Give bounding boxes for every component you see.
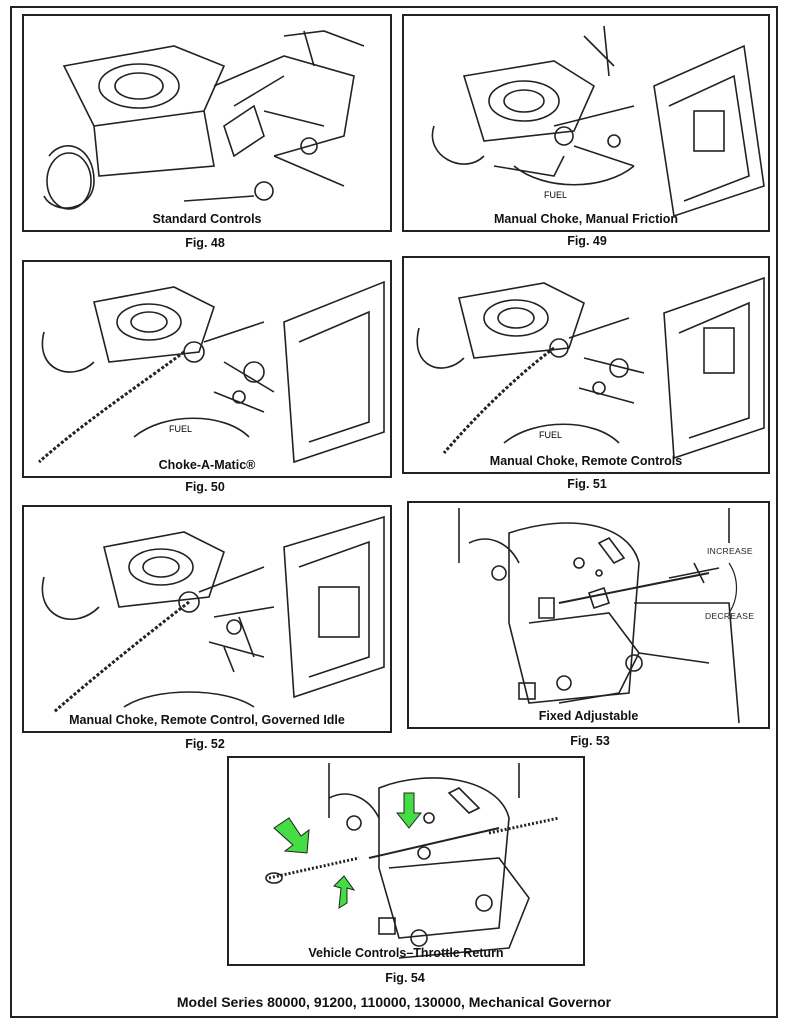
figure-49-caption: Manual Choke, Manual Friction bbox=[493, 212, 679, 226]
figure-50-label: Fig. 50 bbox=[185, 480, 225, 494]
figure-48-label: Fig. 48 bbox=[185, 236, 225, 250]
figure-53-illustration bbox=[458, 508, 740, 724]
figure-54-caption: Vehicle Controls–Throttle Return bbox=[308, 946, 504, 960]
figure-51-label: Fig. 51 bbox=[567, 477, 607, 491]
figure-48-illustration bbox=[43, 30, 365, 210]
figure-49-label: Fig. 49 bbox=[567, 234, 607, 248]
figure-51-illustration: FUEL bbox=[416, 276, 765, 460]
figure-50-panel: FUEL Choke-A-Matic® bbox=[22, 260, 392, 478]
footer-model-series: Model Series 80000, 91200, 110000, 13000… bbox=[176, 994, 612, 1010]
figure-54-illustration bbox=[265, 763, 560, 959]
figure-50-caption: Choke-A-Matic® bbox=[158, 458, 256, 472]
figure-49-illustration: FUEL bbox=[431, 25, 765, 218]
figure-53-caption: Fixed Adjustable bbox=[538, 709, 639, 723]
page-border bbox=[10, 6, 778, 1018]
fuel-label-49: FUEL bbox=[544, 190, 567, 200]
figure-49-panel: FUEL Manual Choke, Manual Friction bbox=[402, 14, 770, 232]
figure-53-label: Fig. 53 bbox=[570, 734, 610, 748]
increase-label: INCREASE bbox=[707, 546, 753, 556]
figure-52-caption: Manual Choke, Remote Control, Governed I… bbox=[69, 713, 345, 727]
figure-50-illustration: FUEL bbox=[38, 280, 385, 464]
figure-48-panel: Standard Controls bbox=[22, 14, 392, 232]
figure-51-panel: FUEL Manual Choke, Remote Controls bbox=[402, 256, 770, 474]
figure-52-illustration bbox=[41, 515, 385, 714]
green-arrows bbox=[273, 792, 423, 909]
fuel-label-51: FUEL bbox=[539, 430, 562, 440]
fuel-label-50: FUEL bbox=[169, 424, 192, 434]
figure-54-label: Fig. 54 bbox=[385, 971, 425, 985]
figure-52-label: Fig. 52 bbox=[185, 737, 225, 751]
figure-48-caption: Standard Controls bbox=[152, 212, 262, 226]
figure-54-panel: Vehicle Controls–Throttle Return bbox=[227, 756, 585, 966]
figure-52-panel: Manual Choke, Remote Control, Governed I… bbox=[22, 505, 392, 733]
figure-51-caption: Manual Choke, Remote Controls bbox=[489, 454, 683, 468]
decrease-label: DECREASE bbox=[705, 611, 755, 621]
figure-53-panel: INCREASE DECREASE Fixed Adjustable bbox=[407, 501, 770, 729]
